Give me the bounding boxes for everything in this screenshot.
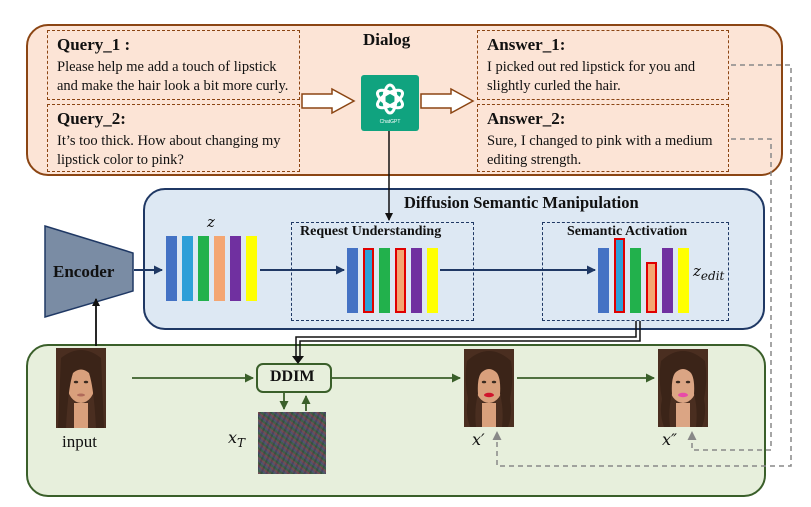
z-edit-main: z [693,262,701,280]
answer-1-text: I picked out red lipstick for you and sl… [487,58,695,96]
query-1-text: Please help me add a touch of lipstick a… [57,58,288,96]
z-edit-label: zedit [693,262,724,283]
sa-bar-3 [630,248,641,313]
xT-subscript: T [237,436,246,451]
xT-label: xT [228,428,245,450]
sa-bar-6 [678,248,689,313]
answer-2-text: Sure, I changed to pink with a medium ed… [487,132,713,170]
answer-1-line-1: I picked out red lipstick for you and [487,59,696,75]
ddim-box [256,363,332,393]
latent-z-bar-2 [182,236,193,301]
ru-bar-4 [395,248,406,313]
query-1-box: Query_1 : Please help me add a touch of … [47,30,300,100]
latent-z-bar-1 [166,236,177,301]
answer-2-box: Answer_2: Sure, I changed to pink with a… [477,104,729,172]
ru-bar-2 [363,248,374,313]
query-2-line-1: It’s too thick. How about changing my [57,133,281,149]
answer-2-line-1: Sure, I changed to pink with a medium [487,133,713,149]
output-image-pink-lips [658,349,708,427]
answer-1-title: Answer_1: [487,35,566,54]
request-understanding-box [291,222,474,321]
noise-image [258,412,326,474]
input-image [56,348,106,428]
answer-2-line-2: editing strength. [487,152,582,168]
latent-z-bar-3 [198,236,209,301]
chatgpt-label: ChatGPT [379,119,401,125]
semantic-activation-box [542,222,729,321]
x-double-prime-label: x″ [662,430,677,449]
query-1-line-2: and make the hair look a bit more curly. [57,78,289,94]
ru-bar-5 [411,248,422,313]
z-edit-subscript: edit [700,269,725,283]
query-2-title: Query_2: [57,109,126,128]
sa-bar-5 [662,248,673,313]
sa-bar-2 [614,238,625,313]
answer-2-title: Answer_2: [487,109,566,128]
latent-z-bar-5 [230,236,241,301]
chatgpt-logo-icon: ChatGPT [361,75,419,131]
pipeline-panel [26,344,766,497]
manipulation-title: Diffusion Semantic Manipulation [404,193,639,212]
semantic-activation-title: Semantic Activation [567,224,688,239]
sa-bar-1 [598,248,609,313]
query-1-line-1: Please help me add a touch of lipstick [57,59,277,75]
ru-bar-3 [379,248,390,313]
answer-1-line-2: slightly curled the hair. [487,78,621,94]
z-label: z [207,213,215,231]
ru-bar-6 [427,248,438,313]
query-1-title: Query_1 : [57,35,131,54]
query-2-line-2: lipstick color to pink? [57,152,184,168]
output-image-red-lips [464,349,514,427]
request-understanding-title: Request Understanding [300,224,442,239]
x-prime-label: x′ [472,430,485,449]
latent-z-bar-4 [214,236,225,301]
ru-bar-1 [347,248,358,313]
xT-main: x [228,428,238,447]
ddim-label: DDIM [270,368,315,385]
dialog-title: Dialog [363,30,411,49]
latent-z-bar-6 [246,236,257,301]
query-2-box: Query_2: It’s too thick. How about chang… [47,104,300,172]
encoder-label: Encoder [53,262,115,281]
sa-bar-4 [646,262,657,313]
input-label: input [62,432,97,451]
answer-1-box: Answer_1: I picked out red lipstick for … [477,30,729,100]
query-2-text: It’s too thick. How about changing my li… [57,132,281,170]
